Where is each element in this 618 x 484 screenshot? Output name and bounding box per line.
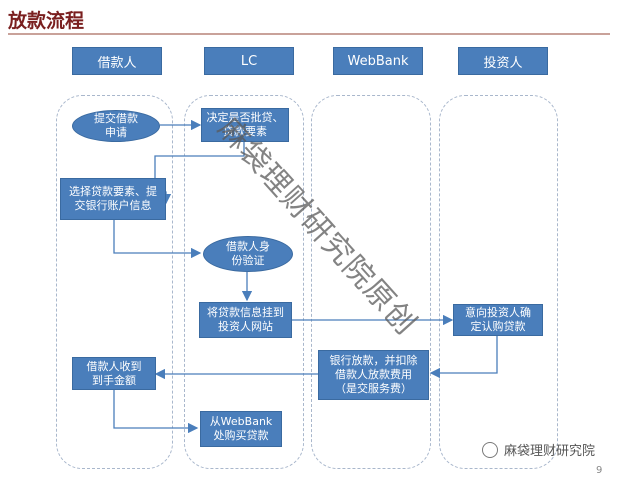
- node-decide-loan-label: 决定是否批贷、 贷款要素: [206, 111, 284, 138]
- lane-webbank: [311, 95, 431, 469]
- page-number: 9: [596, 465, 603, 476]
- node-bank-disburse-label: 银行放款，并扣除 借款人放款费用 （是交服务费）: [329, 354, 418, 395]
- title-underline: [8, 33, 610, 35]
- lane-lc: [184, 95, 304, 469]
- wechat-account: 麻袋理财研究院: [482, 440, 595, 459]
- node-post-loan: 将贷款信息挂到 投资人网站: [199, 302, 292, 338]
- lane-investor: [439, 95, 558, 469]
- node-choose-elements: 选择贷款要素、提 交银行账户信息: [60, 178, 166, 220]
- lane-borrower: [56, 95, 173, 469]
- node-bank-disburse: 银行放款，并扣除 借款人放款费用 （是交服务费）: [318, 350, 429, 400]
- node-post-loan-label: 将贷款信息挂到 投资人网站: [207, 306, 284, 333]
- node-choose-elements-label: 选择贷款要素、提 交银行账户信息: [69, 185, 157, 212]
- node-identity-verify-label: 借款人身 份验证: [226, 240, 270, 267]
- wechat-icon: [482, 441, 498, 458]
- node-receive-funds-label: 借款人收到 到手金额: [86, 359, 142, 387]
- node-receive-funds: 借款人收到 到手金额: [72, 357, 156, 390]
- node-buy-loan-label: 从WebBank 处购买贷款: [209, 415, 273, 442]
- lane-header-borrower: 借款人: [72, 47, 162, 75]
- node-investor-confirm-label: 意向投资人确 定认购贷款: [465, 306, 531, 333]
- node-identity-verify: 借款人身 份验证: [203, 236, 293, 272]
- page-title: 放款流程: [8, 10, 85, 32]
- node-submit-loan-label: 提交借款 申请: [94, 112, 138, 139]
- node-buy-loan: 从WebBank 处购买贷款: [200, 411, 282, 447]
- lane-header-webbank: WebBank: [333, 47, 423, 75]
- node-investor-confirm: 意向投资人确 定认购贷款: [453, 304, 543, 336]
- node-decide-loan: 决定是否批贷、 贷款要素: [201, 108, 289, 142]
- node-submit-loan: 提交借款 申请: [72, 110, 160, 142]
- lane-header-lc: LC: [204, 47, 294, 75]
- lane-header-investor: 投资人: [458, 47, 548, 75]
- wechat-account-name: 麻袋理财研究院: [504, 444, 596, 459]
